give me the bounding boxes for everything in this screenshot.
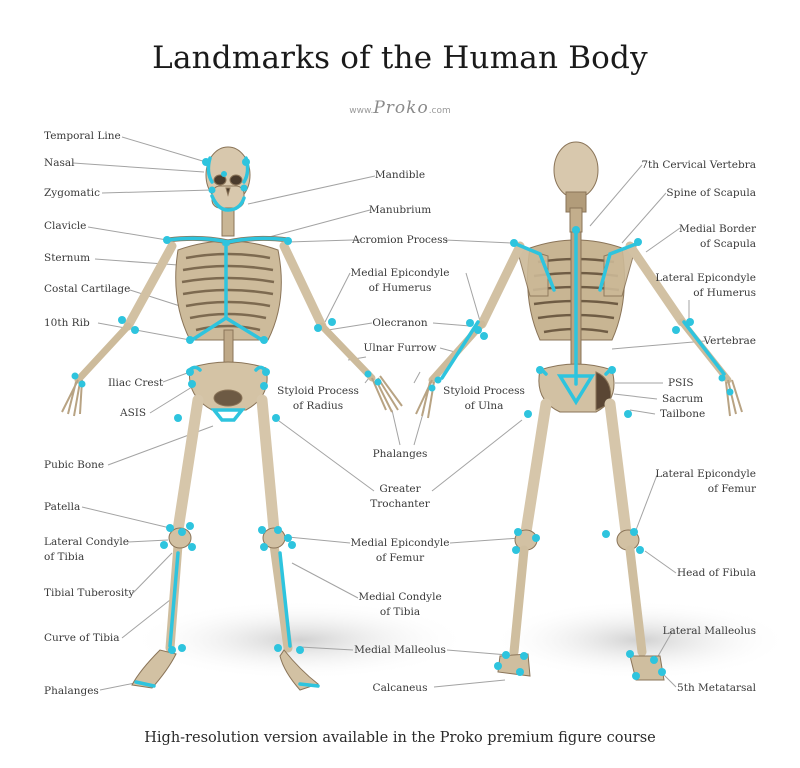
page-title: Landmarks of the Human Body xyxy=(152,40,648,76)
label-styloid-process-of-radius: Styloid Process of Radius xyxy=(277,385,359,412)
footer-note: High-resolution version available in the… xyxy=(144,730,656,746)
label-phalanges-hand: Phalanges xyxy=(372,448,428,460)
label-5th-metatarsal: 5th Metatarsal xyxy=(677,682,756,694)
label-vertebrae: Vertebrae xyxy=(703,335,757,347)
label-tailbone: Tailbone xyxy=(660,408,706,420)
label-medial-border-of-scapula: Medial Border of Scapula xyxy=(678,223,756,250)
label-iliac-crest: Iliac Crest xyxy=(108,377,164,389)
label-7th-cervical-vertebra: 7th Cervical Vertebra xyxy=(641,159,756,171)
label-spine-of-scapula: Spine of Scapula xyxy=(666,187,756,199)
label-mandible: Mandible xyxy=(374,169,426,181)
label-curve-of-tibia: Curve of Tibia xyxy=(44,632,120,644)
site-brand: Proko xyxy=(373,98,429,118)
label-clavicle: Clavicle xyxy=(44,220,87,232)
label-ulnar-furrow: Ulnar Furrow xyxy=(363,342,437,354)
label-psis: PSIS xyxy=(668,377,694,389)
site-prefix: www. xyxy=(349,106,374,116)
label-manubrium: Manubrium xyxy=(368,204,432,216)
label-patella: Patella xyxy=(44,501,81,513)
label-medial-condyle-of-tibia: Medial Condyle of Tibia xyxy=(358,591,442,618)
label-acromion-process: Acromion Process xyxy=(352,234,448,246)
label-sacrum: Sacrum xyxy=(662,393,704,405)
label-medial-malleolus: Medial Malleolus xyxy=(354,644,446,656)
label-greater-trochanter: Greater Trochanter xyxy=(370,483,430,510)
label-medial-epicondyle-of-femur: Medial Epicondyle of Femur xyxy=(350,537,450,564)
label-head-of-fibula: Head of Fibula xyxy=(677,567,756,579)
label-zygomatic: Zygomatic xyxy=(44,187,100,199)
front-floor-shadow xyxy=(130,600,470,680)
label-phalanges-foot: Phalanges xyxy=(44,685,99,697)
label-styloid-process-of-ulna: Styloid Process of Ulna xyxy=(443,385,525,412)
front-landmark-dots xyxy=(71,158,382,654)
site-suffix: .com xyxy=(428,106,451,116)
back-landmark-dots xyxy=(428,226,734,680)
label-calcaneus: Calcaneus xyxy=(372,682,428,694)
label-lateral-epicondyle-of-humerus: Lateral Epicondyle of Humerus xyxy=(655,272,756,299)
label-10th-rib: 10th Rib xyxy=(44,317,90,329)
label-nasal: Nasal xyxy=(44,157,75,169)
label-temporal-line: Temporal Line xyxy=(44,130,121,142)
label-pubic-bone: Pubic Bone xyxy=(44,459,105,471)
label-lateral-epicondyle-of-femur: Lateral Epicondyle of Femur xyxy=(655,468,756,495)
label-lateral-malleolus: Lateral Malleolus xyxy=(662,625,756,637)
label-lateral-condyle-of-tibia: Lateral Condyle of Tibia xyxy=(44,536,129,563)
label-medial-epicondyle-of-humerus: Medial Epicondyle of Humerus xyxy=(350,267,450,294)
label-asis: ASIS xyxy=(120,407,147,419)
label-olecranon: Olecranon xyxy=(372,317,428,329)
label-tibial-tuberosity: Tibial Tuberosity xyxy=(44,587,135,599)
label-sternum: Sternum xyxy=(44,252,91,264)
label-costal-cartilage: Costal Cartilage xyxy=(44,283,131,295)
site-watermark: www.Proko.com xyxy=(0,98,800,118)
